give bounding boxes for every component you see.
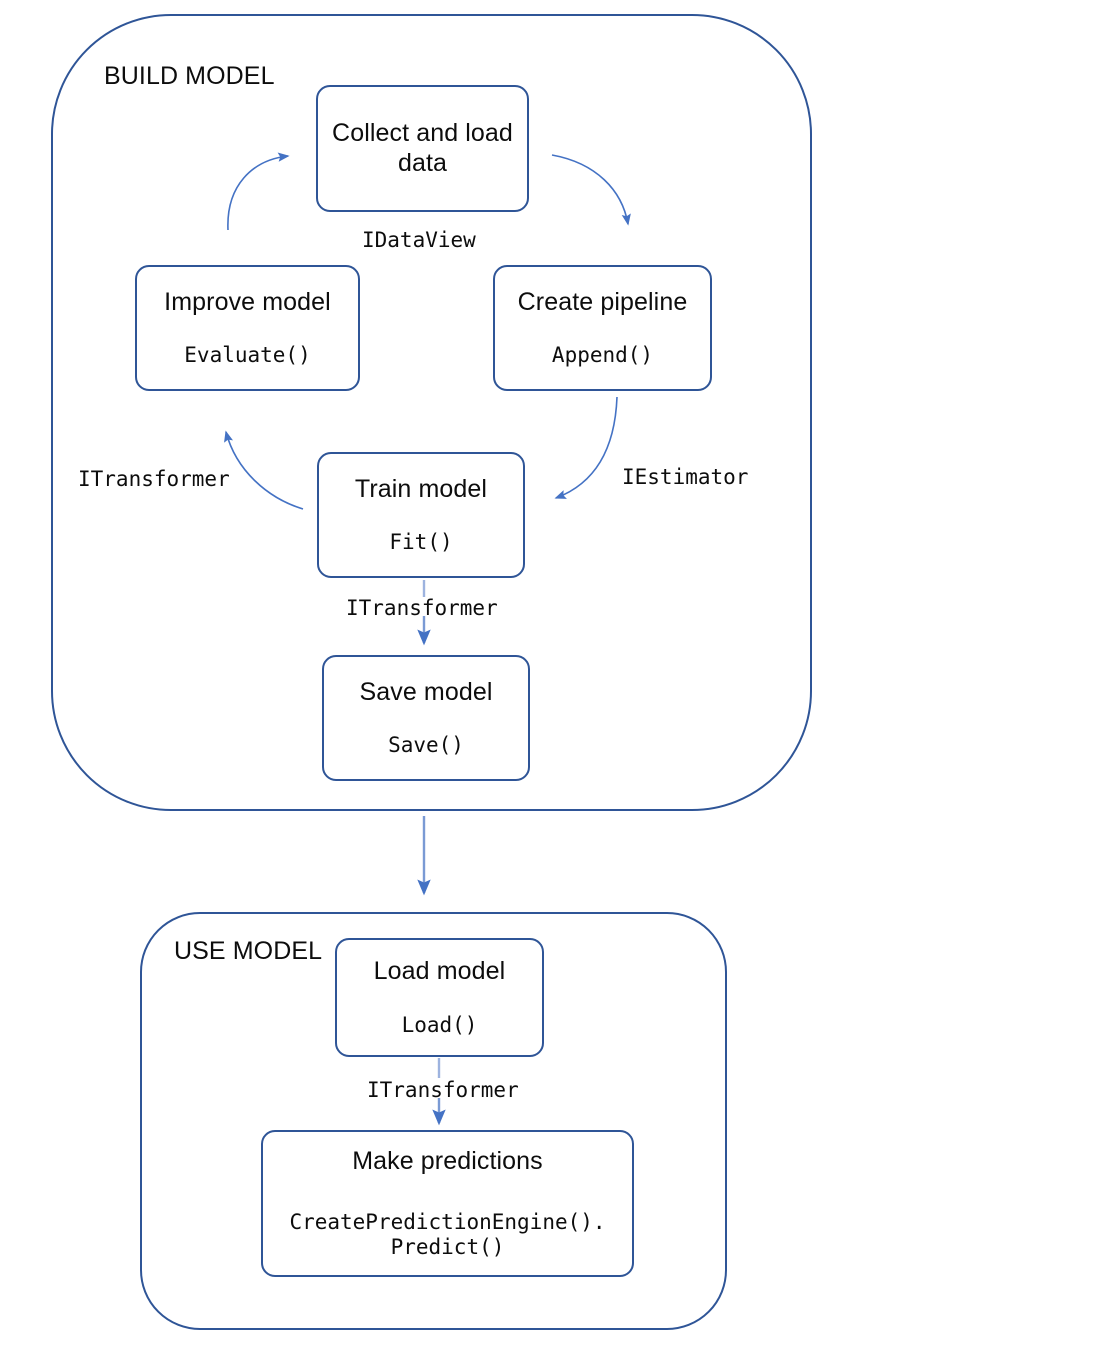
group-build-model bbox=[51, 14, 812, 811]
node-create-pipeline-code: Append() bbox=[551, 343, 654, 368]
node-collect-and-load-data[interactable]: Collect and load data bbox=[316, 85, 529, 212]
group-use-model-label: USE MODEL bbox=[174, 937, 323, 965]
edge-label-itransformer-train-improve: ITransformer bbox=[78, 467, 230, 491]
node-improve-model-title: Improve model bbox=[164, 287, 331, 316]
node-load-model-title: Load model bbox=[373, 957, 506, 986]
node-make-predictions[interactable]: Make predictions CreatePredictionEngine(… bbox=[261, 1130, 634, 1277]
node-make-predictions-code: CreatePredictionEngine(). Predict() bbox=[289, 1209, 606, 1260]
node-train-model-code: Fit() bbox=[389, 530, 453, 555]
edge-label-iestimator: IEstimator bbox=[622, 465, 749, 489]
edge-label-itransformer-train-save: ITransformer bbox=[346, 596, 498, 620]
node-save-model[interactable]: Save model Save() bbox=[322, 655, 530, 781]
edge-label-itransformer-load-predict: ITransformer bbox=[367, 1078, 519, 1102]
node-load-model[interactable]: Load model Load() bbox=[335, 938, 544, 1057]
node-train-model-title: Train model bbox=[354, 474, 488, 503]
node-train-model[interactable]: Train model Fit() bbox=[317, 452, 525, 578]
group-use-model bbox=[140, 912, 727, 1330]
node-create-pipeline[interactable]: Create pipeline Append() bbox=[493, 265, 712, 391]
node-create-pipeline-title: Create pipeline bbox=[517, 287, 688, 316]
node-save-model-title: Save model bbox=[359, 677, 493, 706]
node-improve-model[interactable]: Improve model Evaluate() bbox=[135, 265, 360, 391]
edge-label-idataview: IDataView bbox=[362, 228, 476, 252]
node-make-predictions-title: Make predictions bbox=[352, 1146, 543, 1175]
node-collect-and-load-data-title: Collect and load data bbox=[332, 119, 513, 177]
node-improve-model-code: Evaluate() bbox=[184, 343, 311, 368]
group-build-model-label: BUILD MODEL bbox=[104, 62, 275, 90]
node-save-model-code: Save() bbox=[388, 733, 464, 758]
node-load-model-code: Load() bbox=[401, 1012, 478, 1037]
